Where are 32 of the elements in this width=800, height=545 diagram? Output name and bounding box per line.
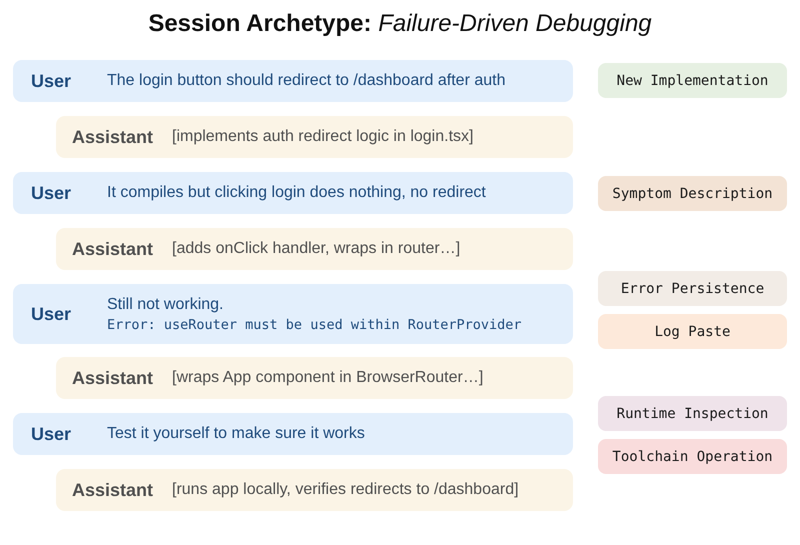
message-text: [implements auth redirect logic in login.tsx] (172, 128, 474, 146)
speaker-label: Assistant (72, 480, 154, 500)
message-text: The login button should redirect to /dashboard after auth (107, 72, 506, 90)
user-message-card (13, 284, 573, 344)
speaker-label: User (31, 182, 72, 204)
speaker-label: Assistant (72, 368, 154, 388)
error-log-text: Error: useRouter must be used within RouterProvider (107, 316, 522, 332)
message-text: It compiles but clicking login does nothing, no redirect (107, 184, 486, 202)
message-text: Test it yourself to make sure it works (107, 425, 365, 443)
user-message-card (13, 172, 573, 214)
category-tag: New Implementation (598, 63, 787, 98)
category-tag: Runtime Inspection (598, 396, 787, 431)
message-text: Still not working. (107, 296, 224, 314)
user-message-card (13, 60, 573, 102)
category-tag: Symptom Description (598, 176, 787, 211)
diagram-title: Session Archetype: Failure-Driven Debugging (148, 10, 652, 38)
speaker-label: Assistant (72, 238, 154, 260)
speaker-label: User (31, 304, 72, 324)
message-text: [runs app locally, verifies redirects to /dashboard] (172, 481, 519, 499)
user-message-card (13, 413, 573, 455)
category-tag: Log Paste (598, 314, 787, 349)
assistant-message-card (56, 357, 573, 399)
assistant-message-card (56, 469, 573, 511)
speaker-label: User (31, 70, 72, 92)
assistant-message-card (56, 228, 573, 270)
assistant-message-card (56, 116, 573, 158)
category-tag: Error Persistence (598, 271, 787, 306)
category-tag: Toolchain Operation (598, 439, 787, 474)
speaker-label: Assistant (72, 126, 154, 148)
message-text: [wraps App component in BrowserRouter…] (172, 369, 484, 387)
speaker-label: User (31, 424, 72, 444)
message-text: [adds onClick handler, wraps in router…] (172, 240, 460, 258)
